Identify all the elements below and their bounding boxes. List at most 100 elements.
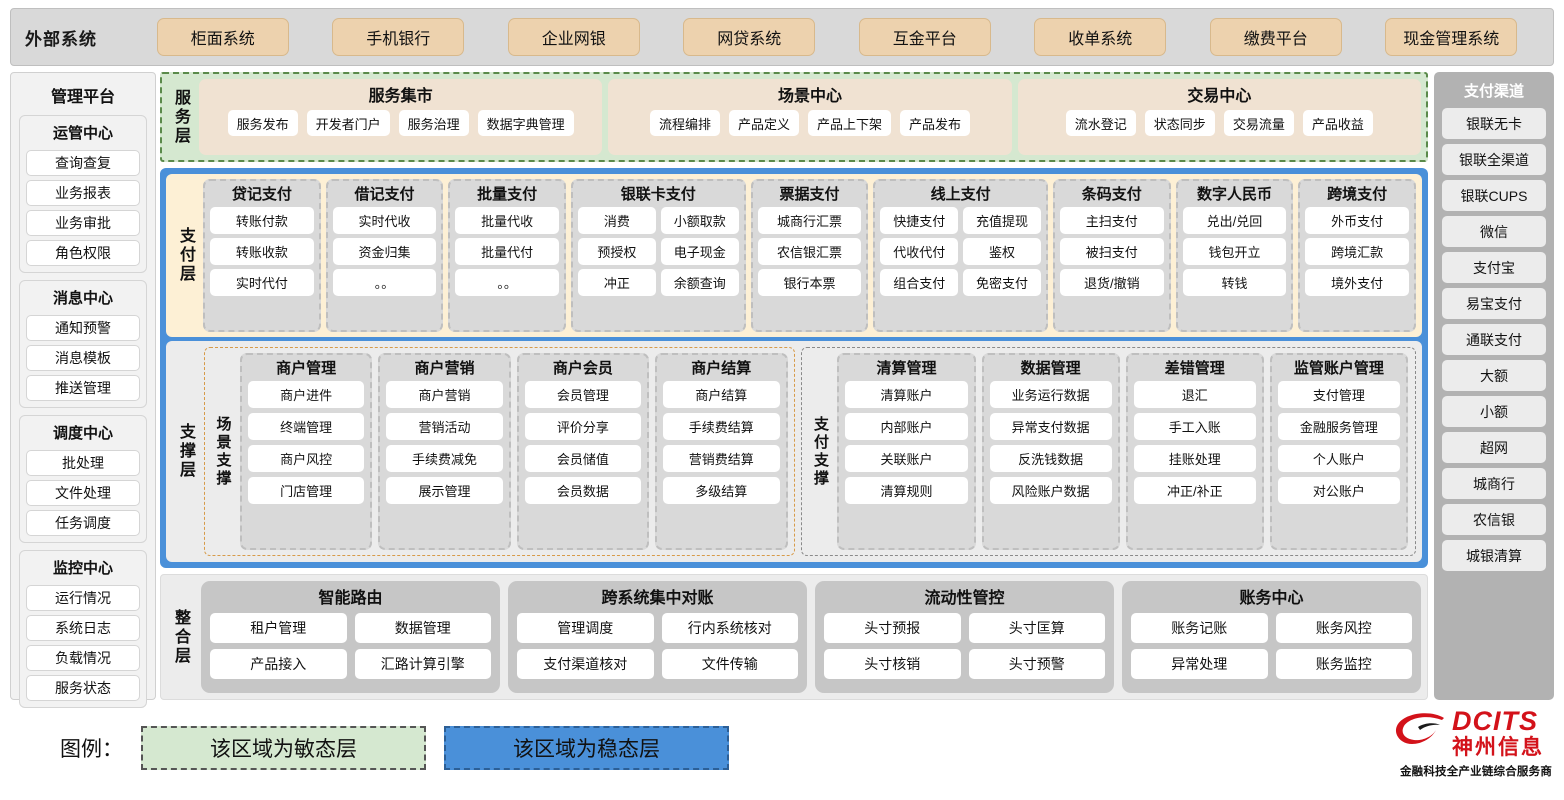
integration-chip-3-1-1[interactable]: 账务监控 <box>1275 649 1412 679</box>
sidebar-item-3-0[interactable]: 运行情况 <box>26 585 140 611</box>
integration-chip-1-1-1[interactable]: 文件传输 <box>661 649 798 679</box>
integration-chip-0-1-1[interactable]: 汇路计算引擎 <box>354 649 491 679</box>
service-chip-0-3[interactable]: 数据字典管理 <box>477 110 574 136</box>
service-chip-2-1[interactable]: 状态同步 <box>1144 110 1215 136</box>
scene-chip-0-1[interactable]: 终端管理 <box>248 413 365 440</box>
payment-chip-7-0-0[interactable]: 兑出/兑回 <box>1182 207 1287 234</box>
sidebar-item-1-1[interactable]: 消息模板 <box>26 345 140 371</box>
paysupport-chip-0-1[interactable]: 内部账户 <box>845 413 968 440</box>
paysupport-chip-1-2[interactable]: 反洗钱数据 <box>989 445 1112 472</box>
payment-channel-1[interactable]: 银联全渠道 <box>1442 144 1546 175</box>
scene-chip-3-0[interactable]: 商户结算 <box>663 381 780 408</box>
payment-channel-2[interactable]: 银联CUPS <box>1442 180 1546 211</box>
integration-chip-0-0-0[interactable]: 租户管理 <box>210 613 347 643</box>
scene-chip-3-2[interactable]: 营销费结算 <box>663 445 780 472</box>
payment-channel-6[interactable]: 通联支付 <box>1442 324 1546 355</box>
payment-chip-5-1-0[interactable]: 代收代付 <box>880 238 959 265</box>
scene-chip-3-3[interactable]: 多级结算 <box>663 477 780 504</box>
integration-chip-3-0-0[interactable]: 账务记账 <box>1131 613 1268 643</box>
external-system-chip-2[interactable]: 企业网银 <box>507 18 640 56</box>
external-system-chip-7[interactable]: 现金管理系统 <box>1385 18 1518 56</box>
payment-chip-6-2-0[interactable]: 退货/撤销 <box>1059 269 1164 296</box>
integration-chip-2-1-0[interactable]: 头寸核销 <box>824 649 961 679</box>
payment-chip-0-2-0[interactable]: 实时代付 <box>210 269 314 296</box>
scene-chip-2-1[interactable]: 评价分享 <box>524 413 642 440</box>
payment-channel-10[interactable]: 城商行 <box>1442 468 1546 499</box>
payment-chip-4-0-0[interactable]: 城商行汇票 <box>757 207 862 234</box>
service-chip-2-2[interactable]: 交易流量 <box>1223 110 1294 136</box>
scene-chip-1-2[interactable]: 手续费减免 <box>386 445 503 472</box>
paysupport-chip-1-1[interactable]: 异常支付数据 <box>989 413 1112 440</box>
payment-chip-3-1-1[interactable]: 电子现金 <box>660 238 739 265</box>
service-chip-0-1[interactable]: 开发者门户 <box>306 110 390 136</box>
paysupport-chip-0-0[interactable]: 清算账户 <box>845 381 968 408</box>
scene-chip-2-2[interactable]: 会员储值 <box>524 445 642 472</box>
external-system-chip-4[interactable]: 互金平台 <box>858 18 991 56</box>
scene-chip-1-0[interactable]: 商户营销 <box>386 381 503 408</box>
sidebar-item-0-0[interactable]: 查询查复 <box>26 150 140 176</box>
payment-channel-8[interactable]: 小额 <box>1442 396 1546 427</box>
payment-chip-0-0-0[interactable]: 转账付款 <box>210 207 314 234</box>
integration-chip-2-0-1[interactable]: 头寸匡算 <box>968 613 1105 643</box>
payment-chip-2-1-0[interactable]: 批量代付 <box>455 238 559 265</box>
sidebar-item-2-0[interactable]: 批处理 <box>26 450 140 476</box>
sidebar-item-0-3[interactable]: 角色权限 <box>26 240 140 266</box>
paysupport-chip-3-3[interactable]: 对公账户 <box>1277 477 1400 504</box>
integration-chip-3-0-1[interactable]: 账务风控 <box>1275 613 1412 643</box>
payment-chip-6-0-0[interactable]: 主扫支付 <box>1059 207 1164 234</box>
scene-chip-3-1[interactable]: 手续费结算 <box>663 413 780 440</box>
external-system-chip-3[interactable]: 网贷系统 <box>683 18 816 56</box>
service-chip-0-0[interactable]: 服务发布 <box>227 110 298 136</box>
integration-chip-3-1-0[interactable]: 异常处理 <box>1131 649 1268 679</box>
payment-channel-5[interactable]: 易宝支付 <box>1442 288 1546 319</box>
sidebar-item-0-2[interactable]: 业务审批 <box>26 210 140 236</box>
payment-channel-12[interactable]: 城银清算 <box>1442 540 1546 571</box>
service-chip-0-2[interactable]: 服务治理 <box>398 110 469 136</box>
payment-chip-7-2-0[interactable]: 转钱 <box>1182 269 1287 296</box>
payment-chip-0-1-0[interactable]: 转账收款 <box>210 238 314 265</box>
payment-chip-6-1-0[interactable]: 被扫支付 <box>1059 238 1164 265</box>
payment-chip-8-1-0[interactable]: 跨境汇款 <box>1305 238 1409 265</box>
sidebar-item-3-2[interactable]: 负载情况 <box>26 645 140 671</box>
payment-channel-7[interactable]: 大额 <box>1442 360 1546 391</box>
external-system-chip-0[interactable]: 柜面系统 <box>156 18 289 56</box>
payment-chip-5-0-1[interactable]: 充值提现 <box>963 207 1041 234</box>
service-chip-1-1[interactable]: 产品定义 <box>728 110 799 136</box>
paysupport-chip-2-2[interactable]: 挂账处理 <box>1133 445 1256 472</box>
service-chip-1-3[interactable]: 产品发布 <box>900 110 971 136</box>
external-system-chip-6[interactable]: 缴费平台 <box>1209 18 1342 56</box>
sidebar-item-0-1[interactable]: 业务报表 <box>26 180 140 206</box>
payment-channel-9[interactable]: 超网 <box>1442 432 1546 463</box>
payment-chip-7-1-0[interactable]: 钱包开立 <box>1182 238 1287 265</box>
payment-chip-8-2-0[interactable]: 境外支付 <box>1305 269 1409 296</box>
payment-chip-3-2-1[interactable]: 余额查询 <box>660 269 739 296</box>
payment-chip-3-1-0[interactable]: 预授权 <box>577 238 656 265</box>
paysupport-chip-2-1[interactable]: 手工入账 <box>1133 413 1256 440</box>
payment-chip-2-2-0[interactable]: 。。 <box>455 269 559 296</box>
paysupport-chip-0-2[interactable]: 关联账户 <box>845 445 968 472</box>
payment-chip-3-0-0[interactable]: 消费 <box>577 207 656 234</box>
scene-chip-1-3[interactable]: 展示管理 <box>386 477 503 504</box>
integration-chip-1-0-1[interactable]: 行内系统核对 <box>661 613 798 643</box>
scene-chip-0-3[interactable]: 门店管理 <box>248 477 365 504</box>
payment-chip-5-0-0[interactable]: 快捷支付 <box>880 207 959 234</box>
payment-channel-11[interactable]: 农信银 <box>1442 504 1546 535</box>
service-chip-1-2[interactable]: 产品上下架 <box>807 110 891 136</box>
paysupport-chip-3-1[interactable]: 金融服务管理 <box>1277 413 1400 440</box>
sidebar-item-3-3[interactable]: 服务状态 <box>26 675 140 701</box>
payment-channel-0[interactable]: 银联无卡 <box>1442 108 1546 139</box>
paysupport-chip-3-2[interactable]: 个人账户 <box>1277 445 1400 472</box>
integration-chip-0-0-1[interactable]: 数据管理 <box>354 613 491 643</box>
sidebar-item-2-1[interactable]: 文件处理 <box>26 480 140 506</box>
payment-chip-4-2-0[interactable]: 银行本票 <box>757 269 862 296</box>
payment-chip-3-0-1[interactable]: 小额取款 <box>660 207 739 234</box>
scene-chip-2-3[interactable]: 会员数据 <box>524 477 642 504</box>
integration-chip-0-1-0[interactable]: 产品接入 <box>210 649 347 679</box>
sidebar-item-1-2[interactable]: 推送管理 <box>26 375 140 401</box>
payment-chip-4-1-0[interactable]: 农信银汇票 <box>757 238 862 265</box>
payment-chip-2-0-0[interactable]: 批量代收 <box>455 207 559 234</box>
payment-chip-5-2-0[interactable]: 组合支付 <box>880 269 959 296</box>
paysupport-chip-1-0[interactable]: 业务运行数据 <box>989 381 1112 408</box>
service-chip-2-0[interactable]: 流水登记 <box>1065 110 1136 136</box>
paysupport-chip-0-3[interactable]: 清算规则 <box>845 477 968 504</box>
